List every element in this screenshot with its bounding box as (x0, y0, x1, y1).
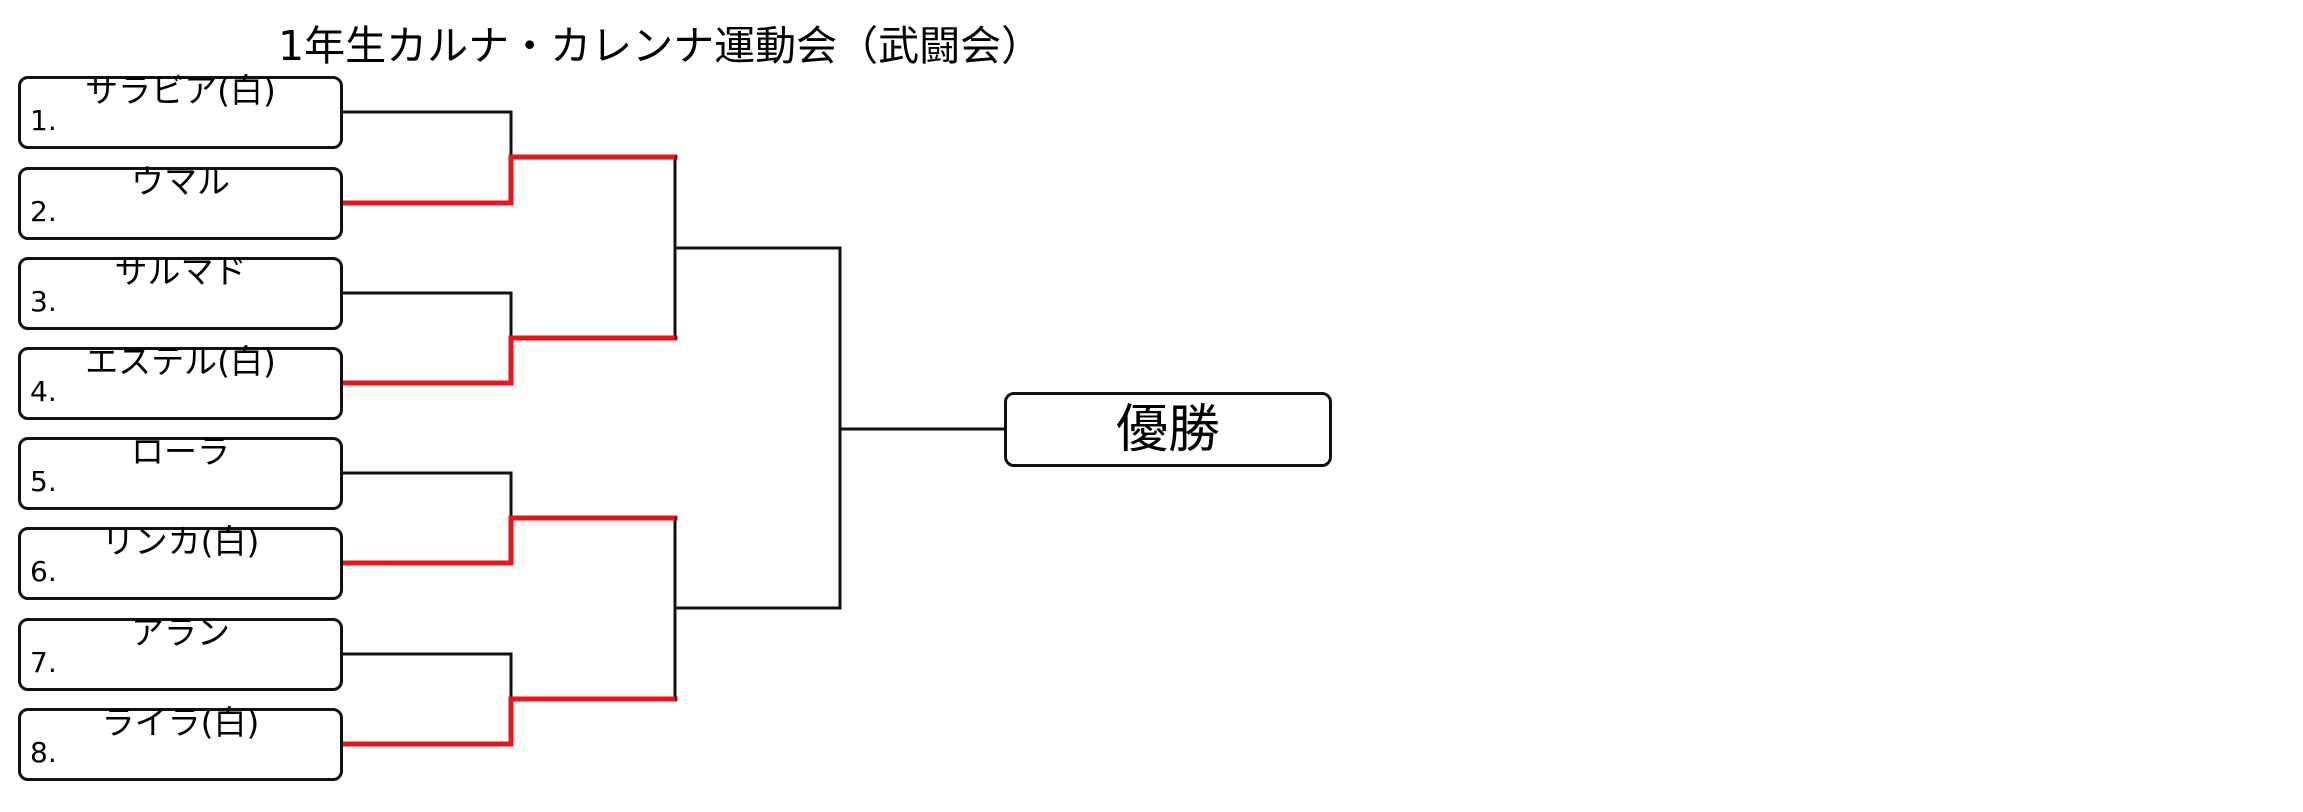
entry-name: ライラ(白) (101, 703, 260, 742)
entry-number: 6. (30, 555, 57, 588)
r1-line-5 (341, 471, 513, 520)
entry-number: 8. (30, 736, 57, 769)
entry-number: 2. (30, 195, 57, 228)
entry-1: サラビア(白) 1. (18, 71, 343, 149)
entry-8: ライラ(白) 8. (18, 703, 343, 781)
champion-label: 優勝 (1115, 399, 1220, 460)
entry-name: エステル(白) (85, 342, 276, 381)
entry-5: ローラ 5. (18, 432, 343, 510)
entry-number: 1. (30, 104, 57, 137)
entry-name: サラビア(白) (85, 71, 276, 110)
champion-box: 優勝 (1004, 392, 1332, 467)
entry-name: アラン (131, 613, 230, 652)
r1-line-7 (341, 652, 513, 701)
entry-name: ローラ (131, 432, 230, 471)
r1-line-1 (341, 110, 513, 159)
r1-line-4-win (340, 335, 678, 386)
entry-4: エステル(白) 4. (18, 342, 343, 420)
page-title: 1年生カルナ・カレンナ運動会（武闘会） (278, 22, 1043, 70)
entry-3: サルマド 3. (18, 252, 343, 330)
r1-line-2-win (340, 154, 678, 206)
r1-line-3 (341, 291, 513, 340)
entry-2: ウマル 2. (18, 162, 343, 240)
entry-number: 5. (30, 465, 57, 498)
entry-name: サルマド (114, 252, 247, 291)
r1-line-6-win (340, 515, 678, 566)
entry-name: ウマル (131, 162, 230, 201)
entry-7: アラン 7. (18, 613, 343, 691)
entry-number: 4. (30, 375, 57, 408)
entry-name: リンカ(白) (101, 522, 260, 561)
entry-number: 7. (30, 646, 57, 679)
entry-number: 3. (30, 285, 57, 318)
r1-line-8-win (340, 696, 678, 747)
entry-6: リンカ(白) 6. (18, 522, 343, 600)
